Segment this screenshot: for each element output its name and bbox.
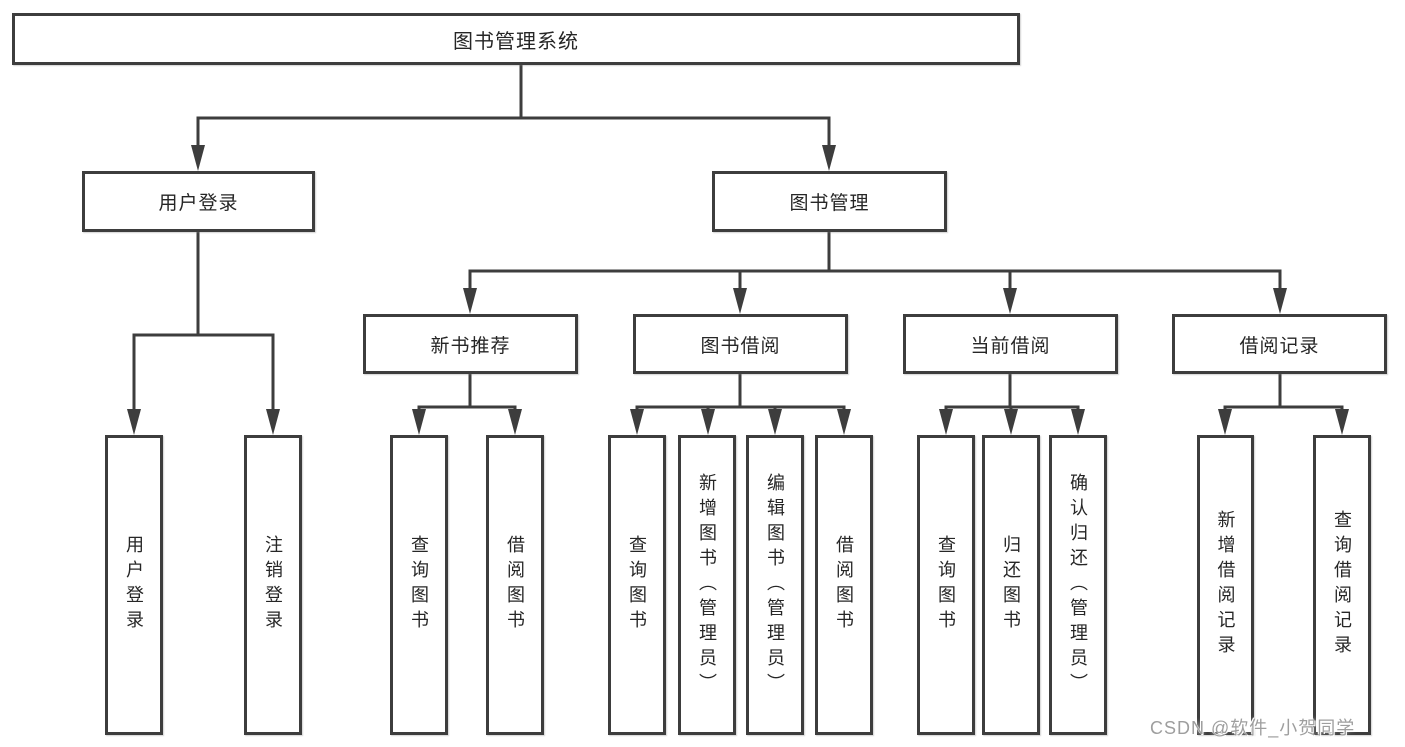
node-label: 查询图书 — [627, 535, 647, 635]
leaf-borrow-books: 借阅图书 — [815, 435, 873, 735]
node-book-borrowing: 图书借阅 — [633, 314, 848, 374]
node-label: 编辑图书（管理员） — [765, 472, 785, 698]
node-new-book-recommendation: 新书推荐 — [363, 314, 578, 374]
leaf-user-login: 用户登录 — [105, 435, 163, 735]
connector-book-borrow-children — [630, 374, 851, 435]
leaf-return-books: 归还图书 — [982, 435, 1040, 735]
node-label: 注销登录 — [263, 535, 283, 635]
connector-user-login-children — [127, 232, 280, 435]
connector-root-to-level2 — [191, 65, 836, 171]
node-label: 新增图书（管理员） — [697, 472, 717, 698]
node-label: 用户登录 — [124, 535, 144, 635]
leaf-add-borrow-record: 新增借阅记录 — [1197, 435, 1254, 735]
node-label: 查询图书 — [409, 535, 429, 635]
leaf-query-books-borrow: 查询图书 — [608, 435, 666, 735]
node-label: 新增借阅记录 — [1215, 510, 1236, 660]
node-label: 图书管理 — [789, 193, 870, 214]
connector-current-borrow-children — [939, 374, 1085, 435]
leaf-query-books-current: 查询图书 — [917, 435, 975, 735]
leaf-confirm-return-admin: 确认归还（管理员） — [1049, 435, 1107, 735]
node-library-management-system: 图书管理系统 — [12, 13, 1020, 65]
node-book-management: 图书管理 — [712, 171, 947, 232]
node-label: 查询借阅记录 — [1332, 510, 1352, 660]
connector-new-book-children — [412, 374, 522, 435]
leaf-edit-books-admin: 编辑图书（管理员） — [746, 435, 804, 735]
node-borrowing-records: 借阅记录 — [1172, 314, 1387, 374]
node-label: 图书管理系统 — [453, 30, 579, 53]
node-current-borrowing: 当前借阅 — [903, 314, 1118, 374]
node-label: 查询图书 — [936, 535, 956, 635]
node-label: 用户登录 — [158, 193, 239, 214]
node-label: 借阅图书 — [505, 535, 525, 635]
node-label: 当前借阅 — [970, 335, 1051, 357]
leaf-add-books-admin: 新增图书（管理员） — [678, 435, 736, 735]
node-label: 借阅图书 — [834, 535, 854, 635]
node-label: 归还图书 — [1001, 535, 1021, 635]
node-label: 新书推荐 — [430, 335, 511, 357]
leaf-borrow-books-recommend: 借阅图书 — [486, 435, 544, 735]
node-user-login: 用户登录 — [82, 171, 315, 232]
node-label: 确认归还（管理员） — [1068, 472, 1088, 698]
connector-book-management-children — [463, 232, 1287, 314]
leaf-query-borrow-record: 查询借阅记录 — [1313, 435, 1371, 735]
leaf-logout: 注销登录 — [244, 435, 302, 735]
node-label: 图书借阅 — [700, 335, 781, 357]
node-label: 借阅记录 — [1239, 335, 1320, 357]
leaf-query-books-recommend: 查询图书 — [390, 435, 448, 735]
connector-borrow-records-children — [1218, 374, 1349, 435]
